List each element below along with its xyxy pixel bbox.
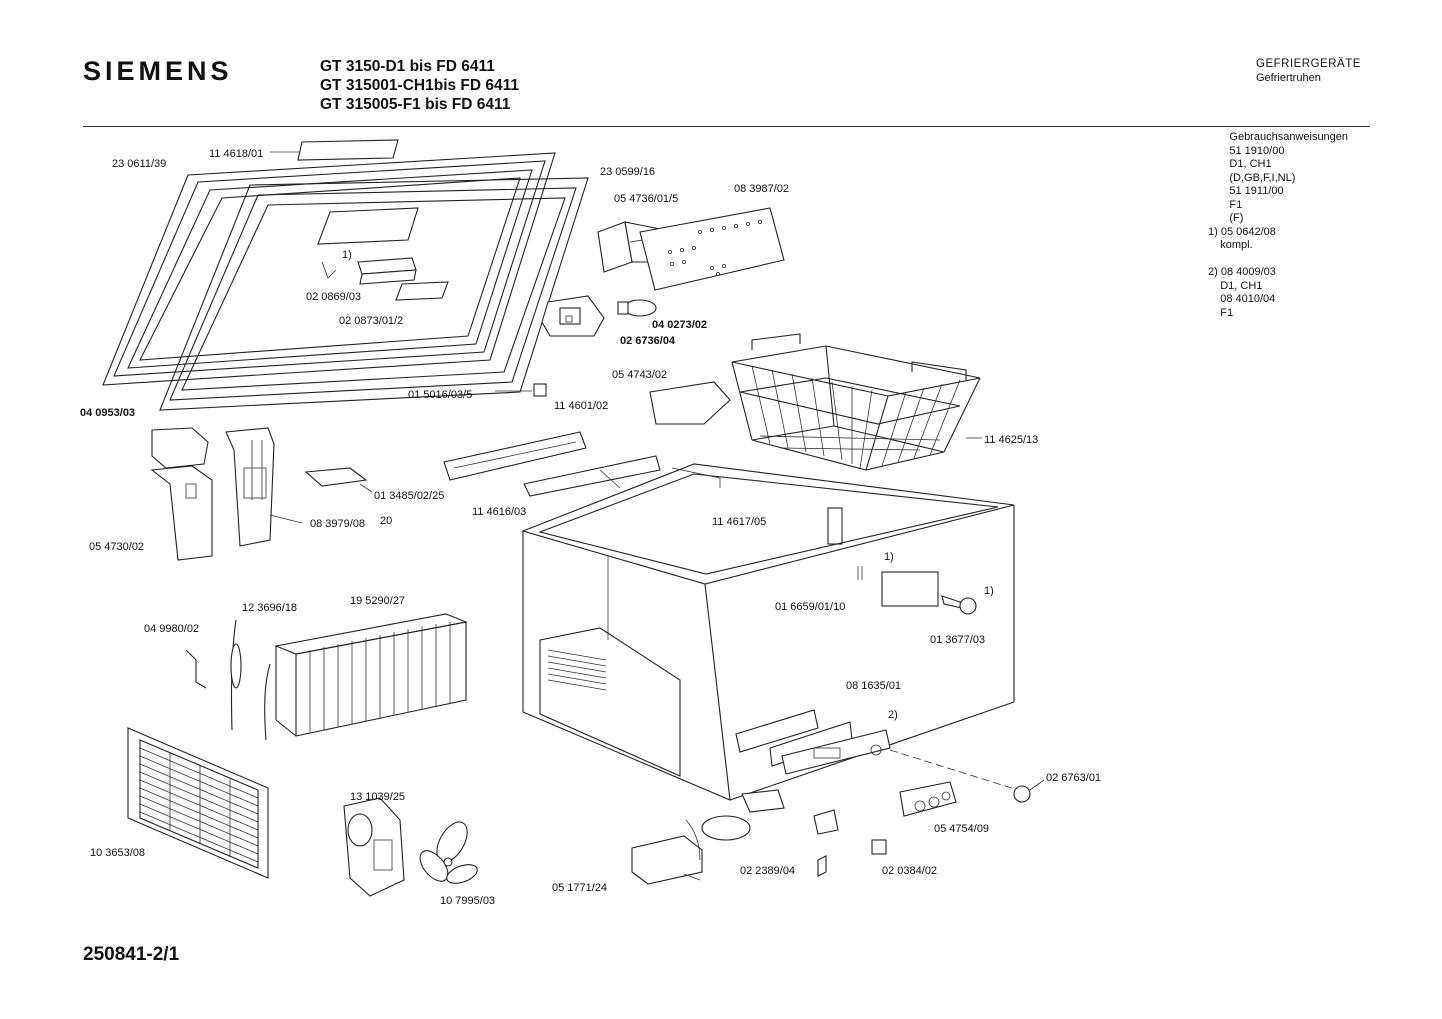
lid-frame-outer <box>102 152 556 386</box>
part-label: 02 2389/04 <box>740 865 795 877</box>
part-label: 01 3677/03 <box>930 634 985 646</box>
rail-lower <box>523 455 661 497</box>
basket-rail <box>443 431 587 481</box>
rocker-switch <box>741 789 785 813</box>
part-label: 01 5016/03/5 <box>408 389 472 401</box>
part-label: 01 3485/02/25 <box>374 490 444 502</box>
part-label: 08 1635/01 <box>846 680 901 692</box>
subcategory-title: Gefriertruhen <box>1256 72 1321 84</box>
model-line-1: GT 3150-D1 bis FD 6411 <box>320 58 495 75</box>
part-label: 02 6763/01 <box>1046 772 1101 784</box>
hinge-right <box>225 427 275 547</box>
lock-cover <box>881 571 939 607</box>
wire-basket <box>731 333 981 471</box>
part-label: 05 4754/09 <box>934 823 989 835</box>
part-label: 01 6659/01/10 <box>775 601 845 613</box>
part-label: 11 4616/03 <box>472 506 526 518</box>
small-terminal <box>871 839 887 855</box>
part-label: 02 0384/02 <box>882 865 937 877</box>
part-label: 02 0869/03 <box>306 291 361 303</box>
small-bracket <box>304 467 368 487</box>
header-rule <box>83 126 1370 127</box>
part-label: 11 4601/02 <box>554 400 608 412</box>
part-label: 05 4743/02 <box>612 369 667 381</box>
footnote-marker: 1) <box>342 249 352 261</box>
clip <box>495 383 547 397</box>
fan-blade <box>419 821 478 884</box>
part-label: 13 1039/25 <box>350 791 405 803</box>
part-label: 08 3979/08 <box>310 518 365 530</box>
part-label: 04 9980/02 <box>144 623 199 635</box>
part-label: 04 0953/03 <box>80 407 135 419</box>
capillary-sensor <box>230 619 242 731</box>
part-label: 02 6736/04 <box>620 335 676 347</box>
part-label: 23 0611/39 <box>112 158 166 170</box>
category-title: GEFRIERGERÄTE <box>1256 58 1361 70</box>
switch-housing <box>813 809 839 835</box>
label-strip <box>297 139 399 161</box>
part-label: 11 4618/01 <box>209 148 263 160</box>
brand-logo: SIEMENS <box>83 56 233 86</box>
footnote-marker: 1) <box>984 585 994 597</box>
model-line-2: GT 315001-CH1bis FD 6411 <box>320 77 520 94</box>
part-label: 11 4625/13 <box>984 434 1038 446</box>
lid-handle-recess <box>317 207 419 245</box>
document-number: 250841-2/1 <box>83 944 180 965</box>
part-label: 19 5290/27 <box>350 595 405 607</box>
model-line-3: GT 315005-F1 bis FD 6411 <box>320 96 511 113</box>
part-label: 12 3696/18 <box>242 602 297 614</box>
indicator-block <box>899 781 957 817</box>
switch-body <box>541 295 605 337</box>
part-label: 23 0599/16 <box>600 166 655 178</box>
evaporator <box>264 613 468 741</box>
hinge-left <box>150 427 213 561</box>
part-label: 02 0873/01/2 <box>339 315 403 327</box>
part-label: 10 3653/08 <box>90 847 145 859</box>
clip-bracket <box>817 855 827 877</box>
part-label: 05 4736/01/5 <box>614 193 678 205</box>
freezer-cabinet <box>521 463 1015 801</box>
fan-motor <box>343 797 405 897</box>
drain-tube <box>185 649 207 689</box>
lid-frame-inner <box>159 177 589 411</box>
part-label: 08 3987/02 <box>734 183 789 195</box>
part-label: 11 4617/05 <box>712 516 766 528</box>
footnote-marker: 1) <box>884 551 894 563</box>
part-label: 10 7995/03 <box>440 895 495 907</box>
key <box>941 595 977 615</box>
ventilation-grille <box>127 727 269 879</box>
lamp-bulb <box>617 299 657 317</box>
small-label <box>395 281 449 301</box>
part-label: 04 0273/02 <box>652 319 707 331</box>
circuit-board <box>639 207 785 291</box>
footnote-marker: 20 <box>380 515 392 527</box>
part-label: 05 4730/02 <box>89 541 144 553</box>
lamp-holder <box>321 257 417 285</box>
bracket-upper <box>649 381 731 425</box>
notes-block: Gebrauchsanweisungen 51 1910/00 D1, CH1 … <box>1208 131 1349 319</box>
part-label: 05 1771/24 <box>552 882 607 894</box>
thermostat <box>631 815 751 885</box>
knob <box>1013 785 1031 803</box>
footnote-marker: 2) <box>888 709 898 721</box>
control-panel <box>735 709 891 775</box>
